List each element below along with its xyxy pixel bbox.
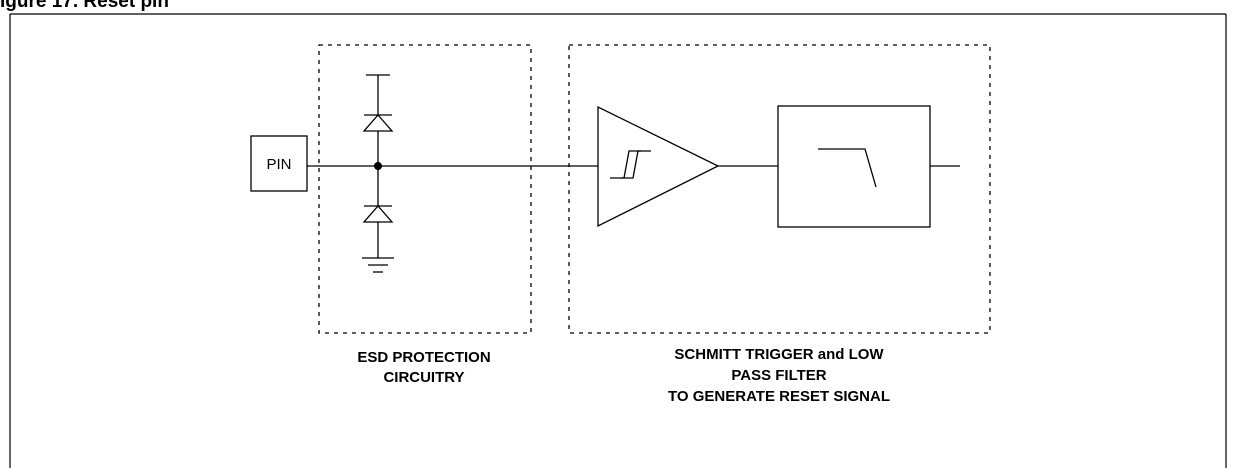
low-pass-filter-box: [777, 105, 931, 228]
filter-label-line3: TO GENERATE RESET SIGNAL: [668, 388, 890, 405]
esd-label-line1: ESD PROTECTION: [357, 349, 490, 366]
esd-diode-lower: [362, 205, 394, 223]
esd-diode-upper: [362, 114, 394, 132]
pin-label: PIN: [266, 156, 291, 173]
filter-response-icon: [818, 148, 877, 188]
schmitt-trigger-buffer: [597, 105, 720, 228]
pin-box: [250, 135, 308, 192]
hysteresis-icon: [610, 150, 651, 179]
figure-frame: [9, 13, 1227, 468]
filter-label-line2: PASS FILTER: [731, 367, 826, 384]
filter-label-line1: SCHMITT TRIGGER and LOW: [674, 346, 884, 363]
figure-title: igure 17. Reset pin: [0, 0, 169, 12]
esd-label-line2: CIRCUITRY: [383, 369, 464, 386]
esd-protection-block: [318, 44, 532, 334]
ground-icon: [362, 257, 394, 273]
esd-branch-wires: [366, 74, 390, 258]
schmitt-filter-block: [568, 44, 991, 334]
